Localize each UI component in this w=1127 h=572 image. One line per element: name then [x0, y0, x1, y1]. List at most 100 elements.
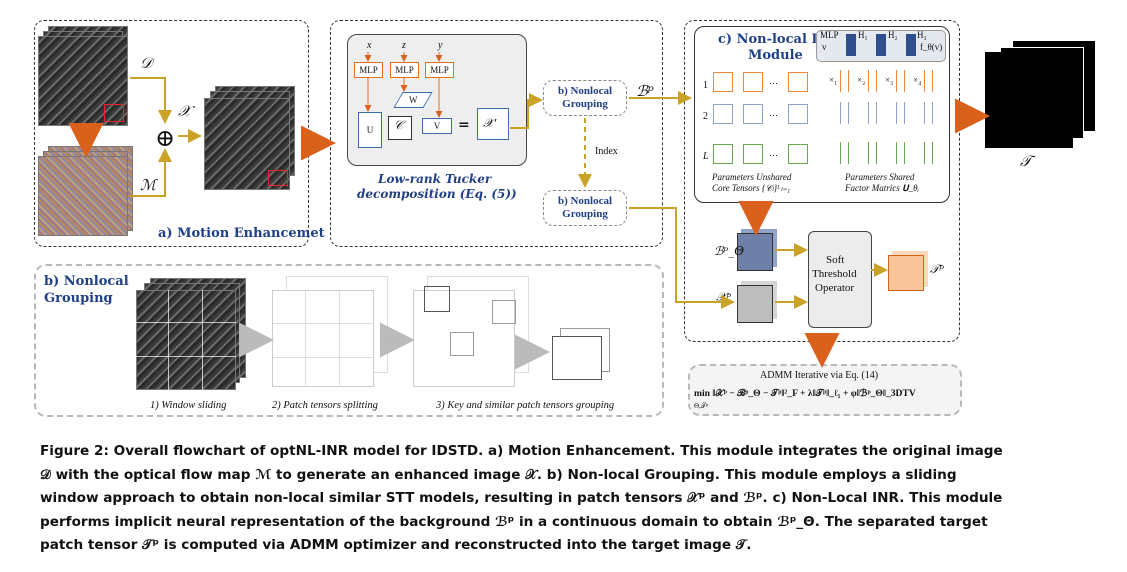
index-label: Index — [595, 146, 618, 157]
admm-title: ADMM Iterative via Eq. (14) — [760, 370, 879, 381]
arrow-tucker-to-pill — [510, 93, 543, 129]
symbol-d: 𝒟 — [140, 54, 152, 72]
inr-hidden-2 — [876, 34, 886, 56]
target-image — [985, 52, 1073, 148]
core-cube-rl-1 — [713, 144, 733, 164]
inr-right-caption-2: Factor Matrics 𝐔_θᵢ — [845, 183, 919, 193]
soft-threshold-box — [808, 231, 872, 328]
factor-col-rl — [830, 142, 942, 164]
inr-f-label: f_θ(v) — [920, 42, 943, 52]
core-cube-r1-2 — [743, 72, 763, 92]
inr-row-label-2: 2 — [703, 111, 708, 122]
tucker-mlp-2: MLP — [390, 62, 419, 78]
core-cube-rl-3 — [788, 144, 808, 164]
tucker-equals: = — [458, 117, 470, 133]
caption-line-4: performs implicit neural representation … — [40, 513, 988, 530]
tucker-var-x: x — [367, 40, 372, 51]
cube-b-theta — [737, 233, 773, 271]
arrow-m-to-oplus — [130, 148, 172, 197]
tucker-result-label: 𝒳' — [483, 116, 496, 130]
symbol-m: ℳ — [140, 176, 157, 194]
inr-v-label: v — [822, 42, 827, 52]
factor-col-r2 — [830, 102, 942, 124]
inr-row-label-l: L — [703, 151, 709, 162]
inr-hidden-1 — [846, 34, 856, 56]
core-dots-r2: … — [769, 108, 778, 118]
image-m — [38, 156, 128, 236]
nonlocal-grouping-pill-top: b) Nonlocal Grouping — [543, 80, 627, 116]
inr-right-caption-1: Parameters Shared — [845, 172, 915, 182]
admm-box — [688, 364, 962, 416]
soft-line1: Soft — [826, 254, 845, 266]
admm-sub: Θ,𝒯ᵖ — [694, 402, 709, 410]
inr-h3-label: H₃ — [917, 30, 927, 40]
tucker-mlp-3-label: MLP — [430, 65, 449, 75]
oplus-symbol: ⊕ — [155, 124, 176, 152]
inr-mlp-label: MLP — [820, 30, 839, 40]
tucker-title-line1: Low-rank Tucker — [378, 172, 492, 186]
tucker-u-label: U — [366, 125, 374, 135]
soft-line2: Threshold — [812, 268, 857, 280]
tucker-matrix-u: U — [358, 112, 382, 148]
arrow-d-to-oplus — [130, 77, 172, 124]
panel-b-title-1: b) Nonlocal — [44, 274, 129, 289]
inr-h2-label: H₂ — [888, 30, 898, 40]
inr-hidden-3 — [906, 34, 916, 56]
step3-label: 3) Key and similar patch tensors groupin… — [436, 400, 615, 411]
core-cube-r2-3 — [788, 104, 808, 124]
output-symbol-t: 𝒯 — [1020, 152, 1032, 170]
tucker-mlp-1: MLP — [354, 62, 383, 78]
factor-col-r1 — [830, 70, 942, 92]
inr-left-caption-2: Core Tensors {𝒞ₗ}ᴸₗ₌₁ — [712, 183, 791, 193]
admm-formula: min ‖𝒳ᵖ − ℬᵖ_Θ − 𝒯ᵖ‖²_F + λ‖𝒯ᵖ‖_ℓ₁ + φ‖ℬ… — [694, 388, 916, 399]
inr-h1-label: H₁ — [858, 30, 868, 40]
symbol-x: 𝒳 — [178, 102, 191, 120]
factor-x4: ×₄ — [913, 75, 922, 85]
core-cube-r2-2 — [743, 104, 763, 124]
inr-row-label-1: 1 — [703, 80, 708, 91]
pill-bottom-label: b) Nonlocal Grouping — [557, 195, 613, 220]
nonlocal-grouping-pill-bottom: b) Nonlocal Grouping — [543, 190, 627, 226]
cube-t-p — [888, 255, 924, 291]
arrow-pill-to-xp — [629, 207, 735, 309]
caption-line-2: 𝒟 with the optical flow map ℳ to generat… — [40, 466, 957, 483]
motion-enhancement-title: a) Motion Enhancemet — [158, 226, 325, 241]
step1-label: 1) Window sliding — [150, 400, 227, 411]
core-dots-r1: … — [769, 76, 778, 86]
factor-x1: ×₁ — [829, 75, 838, 85]
tucker-mlp-2-label: MLP — [395, 65, 414, 75]
tucker-core-label: 𝒞 — [394, 118, 403, 132]
soft-symbol-b: ℬᵖ_Θ — [714, 244, 745, 258]
caption-line-5: patch tensor 𝒯ᵖ is computed via ADMM opt… — [40, 537, 752, 553]
tucker-title-line2: decomposition (Eq. (5)) — [357, 187, 517, 201]
window-grid — [136, 290, 236, 390]
core-cube-r1-1 — [713, 72, 733, 92]
tucker-result-cube — [477, 108, 509, 140]
factor-x2: ×₂ — [857, 75, 866, 85]
inr-title-line1: c) Non-local INR — [718, 32, 841, 47]
similar-patch-cube-1 — [450, 332, 474, 356]
caption-line-3: window approach to obtain non-local simi… — [40, 490, 1003, 506]
core-cube-rl-2 — [743, 144, 763, 164]
target-box-d — [104, 104, 124, 122]
core-dots-rl: … — [769, 148, 778, 158]
soft-line3: Operator — [815, 282, 855, 294]
panel-b-title-2: Grouping — [44, 291, 113, 306]
core-cube-r2-1 — [713, 104, 733, 124]
tucker-mlp-3: MLP — [425, 62, 454, 78]
inr-left-caption-1: Parameters Unshared — [712, 172, 792, 182]
caption-line-1: Figure 2: Overall flowchart of optNL-INR… — [40, 443, 1003, 459]
similar-patch-cube-2 — [492, 300, 516, 324]
tucker-matrix-v: V — [422, 118, 452, 134]
tucker-var-z: z — [402, 40, 406, 51]
grouped-patch-stack — [552, 336, 602, 380]
tucker-mlp-1-label: MLP — [359, 65, 378, 75]
image-x — [204, 98, 290, 190]
inr-title-line2: Module — [748, 48, 803, 63]
tucker-core-cube — [388, 116, 412, 140]
pill-top-label: b) Nonlocal Grouping — [557, 85, 613, 110]
factor-x3: ×₃ — [885, 75, 894, 85]
core-cube-r1-3 — [788, 72, 808, 92]
arrows-layer — [68, 52, 990, 370]
soft-symbol-t: 𝒯ᵖ — [930, 262, 944, 276]
